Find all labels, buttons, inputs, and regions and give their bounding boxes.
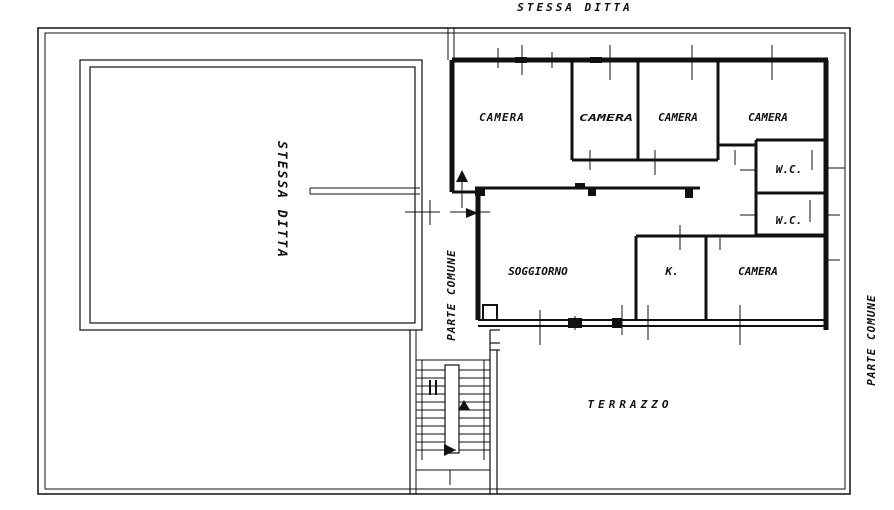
outer-boundary: [37, 27, 851, 495]
entrance-arrow-right-icon: [466, 208, 478, 218]
staircase: [415, 359, 491, 485]
label-parte-comune-right: PARTE COMUNE: [865, 294, 878, 385]
label-top-neighbor: STESSA DITTA: [517, 1, 632, 14]
label-kitchen: K.: [664, 265, 678, 278]
entrance-arrow-up-icon: [456, 170, 468, 182]
label-soggiorno: SOGGIORNO: [508, 265, 568, 278]
label-camera-1: CAMERA: [479, 111, 525, 124]
apartment-walls: [449, 57, 829, 330]
label-left-neighbor: STESSA DITTA: [274, 141, 289, 259]
wall-blocks: [475, 57, 693, 328]
label-wc-2: W.C.: [776, 214, 803, 227]
label-camera-3: CAMERA: [658, 111, 698, 124]
label-camera-4: CAMERA: [748, 111, 788, 124]
label-parte-comune-stair: PARTE COMUNE: [445, 249, 458, 340]
label-camera-2: CAMERA: [579, 113, 633, 124]
label-camera-5: CAMERA: [738, 265, 778, 278]
stair-arrow-up-icon: [458, 400, 470, 410]
window-marks: [405, 45, 845, 345]
outer-boundary-inner: [44, 32, 846, 490]
left-neighbor-block: [79, 59, 423, 331]
label-terrazzo: TERRAZZO: [588, 398, 673, 411]
terrazzo-area: [489, 329, 500, 494]
label-wc-1: W.C.: [776, 163, 803, 176]
